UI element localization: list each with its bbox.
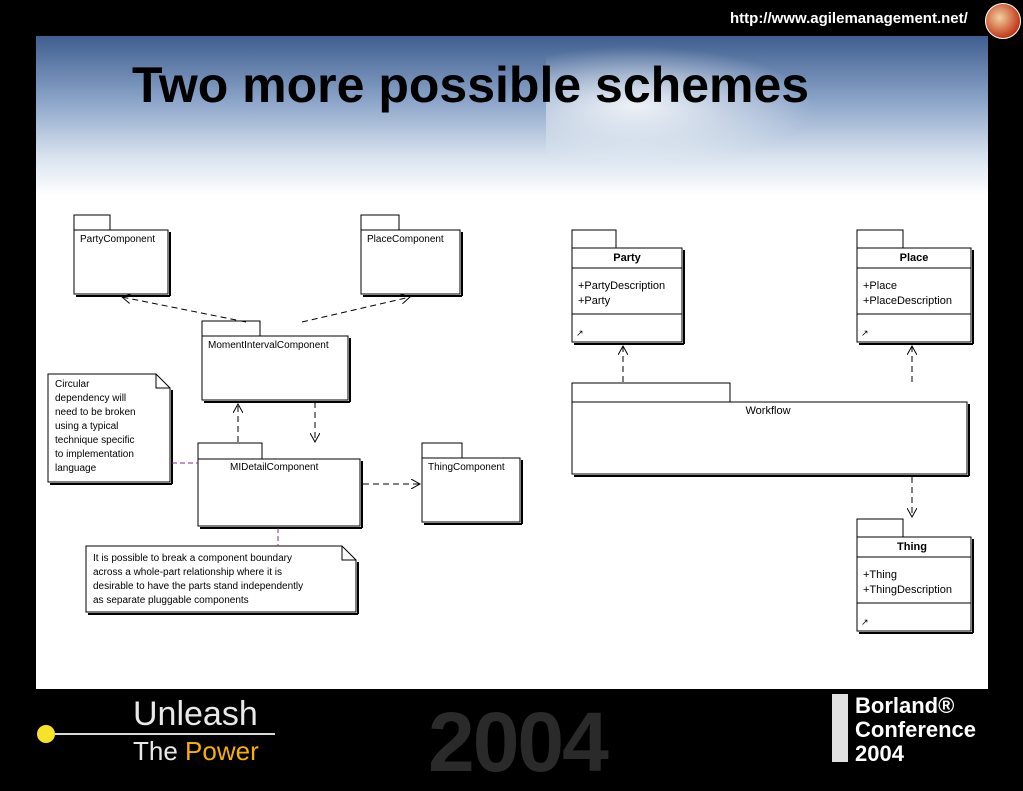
class-name: Place	[900, 252, 929, 264]
slide-title: Two more possible schemes	[132, 57, 810, 113]
dependency-arrow	[301, 297, 410, 323]
class-attribute: +PlaceDescription	[863, 295, 952, 307]
package-label: PartyComponent	[80, 234, 155, 245]
slide: Two more possible schemes PartyComponent…	[36, 36, 988, 689]
package-workflow: Workflow	[571, 382, 970, 477]
class-attribute: +Party	[578, 295, 611, 307]
package-thing-component: ThingComponent	[421, 442, 523, 525]
dependency-arrow	[122, 297, 247, 323]
package-place-component: PlaceComponent	[360, 214, 463, 297]
class-thing: Thing +Thing +ThingDescription ↗	[856, 518, 974, 634]
package-mi-detail-component: MIDetailComponent	[197, 442, 363, 529]
class-attribute: +Place	[863, 280, 897, 292]
link-icon: ↗	[861, 617, 869, 627]
package-moment-interval-component: MomentIntervalComponent	[201, 320, 351, 403]
agile-management-logo-icon	[985, 3, 1021, 39]
class-name: Thing	[897, 541, 927, 553]
class-party: Party +PartyDescription +Party ↗	[571, 229, 685, 345]
package-label: MomentIntervalComponent	[208, 340, 329, 351]
divider-line	[55, 733, 275, 735]
package-label: PlaceComponent	[367, 234, 444, 245]
package-label: Workflow	[745, 405, 790, 417]
note-component-boundary: It is possible to break a component boun…	[85, 545, 359, 615]
unleash-text: Unleash	[133, 695, 258, 733]
note-text: Circular dependency will need to be brok…	[55, 379, 138, 474]
note-text: It is possible to break a component boun…	[93, 553, 306, 606]
class-attribute: +ThingDescription	[863, 584, 952, 596]
borland-mark-icon	[832, 694, 848, 762]
sky-background	[36, 36, 988, 196]
uml-diagrams: PartyComponent PlaceComponent MomentInte…	[36, 196, 974, 634]
package-label: ThingComponent	[428, 462, 505, 473]
package-party-component: PartyComponent	[73, 214, 171, 297]
footer	[0, 689, 1023, 770]
class-attribute: +PartyDescription	[578, 280, 665, 292]
link-icon: ↗	[861, 328, 869, 338]
note-circular-dependency: Circular dependency will need to be brok…	[47, 373, 173, 485]
link-icon: ↗	[576, 328, 584, 338]
class-name: Party	[613, 252, 641, 264]
url-text[interactable]: http://www.agilemanagement.net/	[730, 10, 968, 27]
the-power-text: The Power	[133, 736, 259, 766]
package-label: MIDetailComponent	[230, 462, 319, 473]
bullet-dot	[37, 725, 55, 743]
year-watermark: 2004	[428, 695, 609, 789]
brand-text: Borland® Conference 2004	[855, 693, 977, 766]
class-attribute: +Thing	[863, 569, 897, 581]
class-place: Place +Place +PlaceDescription ↗	[856, 229, 974, 345]
